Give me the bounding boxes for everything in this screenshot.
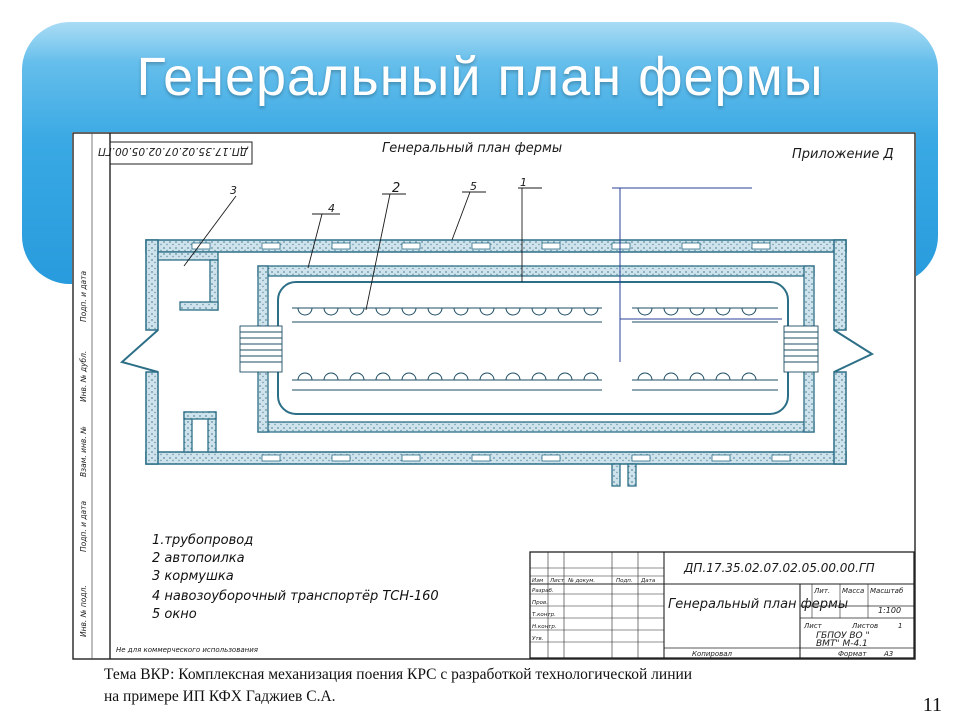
title-block-name: Генеральный план фермы <box>668 597 848 612</box>
callout-2: 2 <box>392 181 400 196</box>
title-block-row-0: Изм <box>532 578 543 584</box>
title-block-role-4: Утв. <box>532 636 544 642</box>
stall-row-bottom <box>292 372 778 391</box>
legend-item-1: 1.трубопровод <box>152 533 253 548</box>
entrance-ramps <box>239 325 819 373</box>
stall-row-top <box>292 307 778 323</box>
title-block-sheets-label: Листов <box>851 622 878 630</box>
title-block-sheet-label: Лист <box>803 622 823 630</box>
sheet-title: Генеральный план фермы <box>382 141 562 156</box>
annex-rooms <box>157 251 637 487</box>
side-strip-text-1: Подп. и дата <box>79 501 88 552</box>
title-block-row-4: Дата <box>640 578 656 584</box>
title-block-row-3: Подп. <box>616 578 633 584</box>
title-block-rows: Изм Лист № докум. Подп. Дата Разраб. Про… <box>532 578 656 642</box>
title-block-code: ДП.17.35.02.07.02.05.00.00.ГП <box>683 561 875 575</box>
legend-item-2: 2 автопоилка <box>152 551 245 566</box>
appendix-label: Приложение Д <box>792 147 894 162</box>
caption-line-1: Тема ВКР: Комплексная механизация поения… <box>104 666 693 683</box>
title-block-role-0: Разраб. <box>532 588 554 594</box>
title-block-role-1: Пров. <box>532 600 548 606</box>
legend-item-3: 3 кормушка <box>152 569 234 584</box>
title-block-org-1: ГБПОУ ВО " <box>816 631 870 641</box>
caption: Тема ВКР: Комплексная механизация поения… <box>104 664 924 708</box>
title-block-scale: 1:100 <box>878 606 901 615</box>
outer-wall <box>119 239 875 465</box>
side-strip-text-4: Подп. и дата <box>79 271 88 322</box>
bottom-note: Не для коммерческого использования <box>116 646 258 654</box>
callout-3: 3 <box>230 184 237 197</box>
legend-item-5: 5 окно <box>152 607 197 622</box>
corner-code: ДП.17.35.02.07.02.05.00.ГП <box>98 145 249 157</box>
page-number: 11 <box>922 694 942 716</box>
caption-line-2: на примере ИП КФХ Гаджиев С.А. <box>104 688 336 705</box>
title-block-col-mass: Масса <box>842 587 864 595</box>
slide-title: Генеральный план фермы <box>136 47 824 107</box>
callout-5: 5 <box>470 180 477 193</box>
title-block-col-scale: Масштаб <box>870 587 904 595</box>
side-strip-text-2: Взам. инв. № <box>79 426 88 477</box>
title-block-role-3: Н.контр. <box>532 624 557 630</box>
farm-plan-drawing: ДП.17.35.02.07.02.05.00.ГП Генеральный п… <box>72 132 916 660</box>
title-block <box>529 551 915 659</box>
title-block-format: Формат <box>838 650 867 658</box>
side-strip-text-0: Инв. № подл. <box>79 585 88 637</box>
title-block-format-value: А3 <box>883 650 893 658</box>
side-strip-text-3: Инв. № дубл. <box>79 351 88 402</box>
water-pipeline <box>612 187 782 362</box>
callout-1: 1 <box>520 176 527 189</box>
leader-lines <box>183 187 542 311</box>
corner-code-box <box>109 141 253 165</box>
legend-item-4: 4 навозоуборочный транспортёр ТСН-160 <box>152 589 439 604</box>
side-strip: Инв. № подл. Подп. и дата Взам. инв. № И… <box>79 271 88 637</box>
barn-wall <box>257 265 815 433</box>
title-block-row-1: Лист <box>549 578 565 584</box>
title-block-org-2: ВМТ" М-4.1 <box>816 639 868 649</box>
title-block-sheets-count: 1 <box>898 622 902 630</box>
legend: 1.трубопровод 2 автопоилка 3 кормушка 4 … <box>152 533 439 622</box>
sheet-frame <box>72 132 916 660</box>
title-block-copied: Копировал <box>692 650 733 658</box>
farm-plan-svg: ДП.17.35.02.07.02.05.00.ГП Генеральный п… <box>72 132 916 660</box>
title-block-col-stage: Лит. <box>813 587 830 595</box>
title-block-row-2: № докум. <box>567 578 595 584</box>
callout-4: 4 <box>328 202 335 215</box>
title-block-role-2: Т.контр. <box>532 612 556 618</box>
